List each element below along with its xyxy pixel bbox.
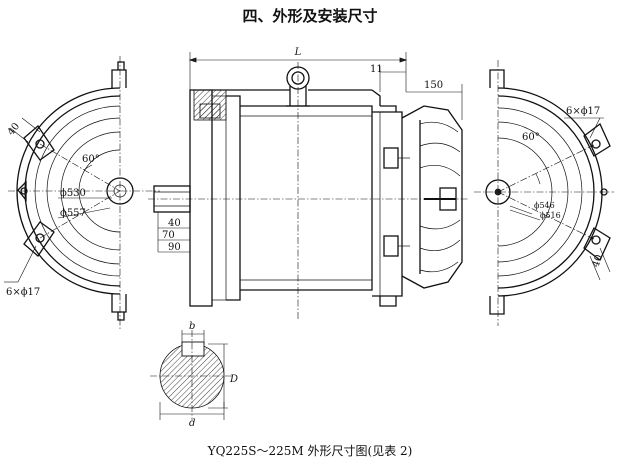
dim-150-label: 150: [424, 80, 443, 91]
shaft-dim-D-label: D: [229, 374, 238, 385]
dim-L-label: L: [294, 47, 302, 58]
shaft-dim-b-label: b: [189, 321, 195, 332]
right-angle-label: 60°: [522, 132, 540, 143]
dim-40-mid-label: 40: [168, 218, 181, 229]
shaft-dim-d-label: d: [189, 418, 195, 429]
dim-90-label: 90: [168, 242, 181, 253]
left-holes-label: 6×ϕ17: [6, 287, 40, 298]
shaft-section-view: b D d: [150, 321, 238, 429]
left-angle-label: 60°: [82, 154, 100, 165]
right-dim-40-label: 40: [590, 253, 605, 269]
page-heading: 四、外形及安装尺寸: [242, 7, 377, 25]
left-phi557-label: ϕ557: [60, 208, 86, 219]
left-phi530-label: ϕ530: [60, 188, 86, 199]
right-phi546-label: ϕ546: [534, 201, 555, 210]
side-elevation-view: L 11 150: [148, 47, 468, 320]
figure-caption: YQ225S～225M 外形尺寸图(见表 2): [207, 444, 413, 458]
right-end-view: 60° ϕ546 ϕ516 6×ϕ17 40: [474, 60, 614, 326]
left-end-view: 60° ϕ530 ϕ557 40 6×ϕ17: [4, 56, 160, 330]
dim-11-label: 11: [370, 64, 383, 75]
right-holes-label: 6×ϕ17: [566, 106, 600, 117]
right-phi516-label: ϕ516: [540, 211, 561, 220]
dim-70-label: 70: [162, 230, 175, 241]
